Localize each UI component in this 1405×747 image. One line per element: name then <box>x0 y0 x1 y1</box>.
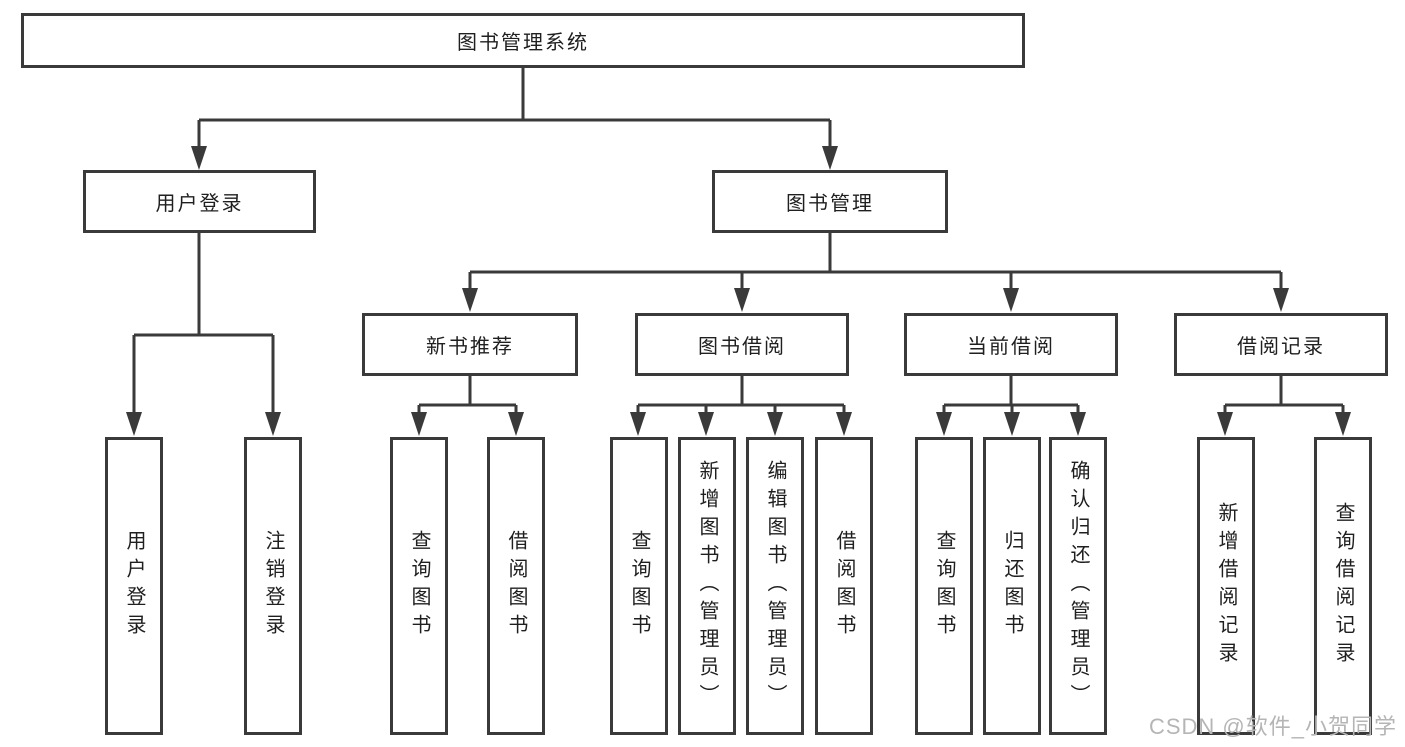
leaf-confirm-return-admin: 确认归还（管理员） <box>1049 437 1107 735</box>
leaf-label: 用户登录 <box>123 530 145 642</box>
node-label: 当前借阅 <box>967 336 1055 358</box>
leaf-query-books-recommend: 查询图书 <box>390 437 448 735</box>
leaf-label: 确认归还（管理员） <box>1067 460 1089 712</box>
leaf-label: 查询图书 <box>933 530 955 642</box>
watermark: CSDN @软件_小贺同学 <box>1148 714 1397 739</box>
arrowhead <box>191 146 207 170</box>
arrowhead <box>462 288 478 312</box>
arrowhead <box>1273 288 1289 312</box>
arrowhead <box>936 412 952 436</box>
leaf-add-book-admin: 新增图书（管理员） <box>678 437 736 735</box>
connector-path <box>132 68 1345 416</box>
leaf-query-books-borrow: 查询图书 <box>610 437 668 735</box>
leaf-label: 新增借阅记录 <box>1215 502 1237 670</box>
leaf-label: 借阅图书 <box>505 530 527 642</box>
leaf-edit-book-admin: 编辑图书（管理员） <box>746 437 804 735</box>
leaf-borrow-books-recommend: 借阅图书 <box>487 437 545 735</box>
node-label: 图书管理系统 <box>457 32 589 54</box>
leaf-label: 查询借阅记录 <box>1332 502 1354 670</box>
arrowhead <box>1335 412 1351 436</box>
leaf-add-borrow-record: 新增借阅记录 <box>1197 437 1255 735</box>
arrowhead <box>126 412 142 436</box>
arrowhead <box>508 412 524 436</box>
leaf-label: 编辑图书（管理员） <box>764 460 786 712</box>
leaf-return-books: 归还图书 <box>983 437 1041 735</box>
node-label: 图书借阅 <box>698 336 786 358</box>
leaf-query-books-current: 查询图书 <box>915 437 973 735</box>
leaf-label: 查询图书 <box>628 530 650 642</box>
arrowhead <box>1217 412 1233 436</box>
arrowhead <box>822 146 838 170</box>
arrowhead <box>630 412 646 436</box>
leaf-borrow-books: 借阅图书 <box>815 437 873 735</box>
arrowhead <box>1003 288 1019 312</box>
leaf-label: 归还图书 <box>1001 530 1023 642</box>
leaf-label: 注销登录 <box>262 530 284 642</box>
leaf-label: 查询图书 <box>408 530 430 642</box>
arrowhead <box>265 412 281 436</box>
leaf-label: 借阅图书 <box>833 530 855 642</box>
arrowhead <box>734 288 750 312</box>
node-label: 借阅记录 <box>1237 336 1325 358</box>
arrowhead <box>767 412 783 436</box>
node-system-root: 图书管理系统 <box>21 13 1025 68</box>
arrowhead <box>1004 412 1020 436</box>
node-borrowing-records: 借阅记录 <box>1174 313 1388 376</box>
arrowhead <box>411 412 427 436</box>
node-current-borrowing: 当前借阅 <box>904 313 1118 376</box>
node-label: 图书管理 <box>786 193 874 215</box>
arrowhead <box>836 412 852 436</box>
arrowhead <box>698 412 714 436</box>
arrowhead <box>1070 412 1086 436</box>
node-label: 用户登录 <box>155 193 244 215</box>
node-book-management: 图书管理 <box>712 170 948 233</box>
node-book-borrowing: 图书借阅 <box>635 313 849 376</box>
node-user-login: 用户登录 <box>83 170 316 233</box>
leaf-logout: 注销登录 <box>244 437 302 735</box>
leaf-query-borrow-record: 查询借阅记录 <box>1314 437 1372 735</box>
node-label: 新书推荐 <box>426 336 514 358</box>
leaf-label: 新增图书（管理员） <box>696 460 718 712</box>
node-new-book-recommend: 新书推荐 <box>362 313 578 376</box>
leaf-user-login: 用户登录 <box>105 437 163 735</box>
